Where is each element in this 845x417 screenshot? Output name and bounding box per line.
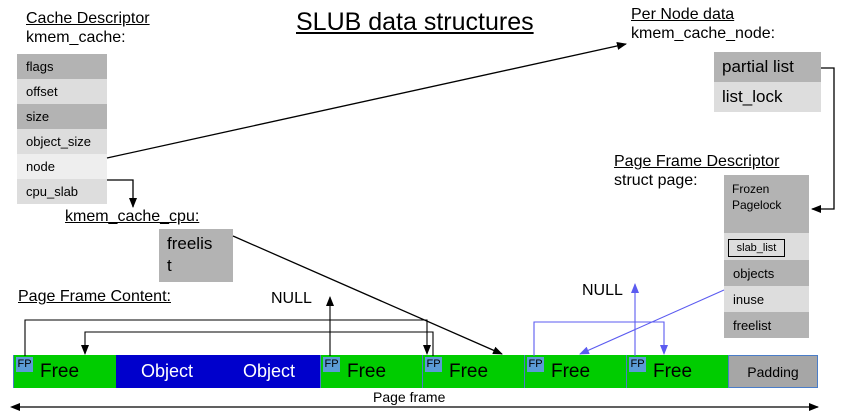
field-offset: offset	[17, 79, 107, 104]
field-node: node	[17, 154, 107, 179]
free-slot-3: FP Free	[422, 355, 524, 388]
fp-marker: FP	[323, 357, 340, 372]
arrow-page-freelist-to-free4	[579, 289, 725, 355]
arrow-partial-list-to-page	[811, 67, 835, 213]
field-object-size: object_size	[17, 129, 107, 154]
field-list-lock: list_lock	[714, 82, 821, 112]
object-slot-1: Object	[116, 355, 218, 388]
free-slot-2: FP Free	[320, 355, 422, 388]
free-slot-1: FP Free	[13, 355, 116, 388]
object-slot-2: Object	[218, 355, 320, 388]
cache-descriptor-heading: Cache Descriptor kmem_cache:	[26, 10, 150, 46]
field-partial-list: partial list	[714, 52, 821, 82]
arrow-fp3-to-free2	[81, 331, 434, 356]
kmem-cache-struct: flags offset size object_size node cpu_s…	[17, 54, 107, 204]
page-frame-descriptor-heading: Page Frame Descriptor struct page:	[614, 153, 780, 189]
padding-slot: Padding	[728, 355, 818, 388]
free-slot-4: FP Free	[524, 355, 626, 388]
arrow-fp4-to-free5	[533, 321, 668, 356]
null-label-right: NULL	[582, 282, 623, 299]
field-inuse: inuse	[724, 286, 809, 312]
fp-marker: FP	[629, 357, 646, 372]
page-frame-span-left-head	[10, 403, 20, 411]
page-frame-content-heading: Page Frame Content:	[18, 288, 171, 305]
field-cpu-slab: cpu_slab	[17, 179, 107, 204]
field-flags: flags	[17, 54, 107, 79]
fp-marker: FP	[16, 357, 33, 372]
per-node-heading: Per Node data kmem_cache_node:	[631, 6, 776, 42]
field-freelist: freelist	[724, 312, 809, 338]
free-slot-5: FP Free	[626, 355, 728, 388]
field-slab-list: slab_list	[728, 239, 785, 257]
cpu-freelist-field: freelis t	[159, 229, 233, 282]
kmem-cache-cpu-heading: kmem_cache_cpu:	[65, 208, 200, 225]
field-frozen-pagelock: Frozen Pagelock	[724, 175, 809, 233]
null-label-left: NULL	[271, 290, 312, 307]
diagram-title: SLUB data structures	[296, 8, 534, 36]
arrow-node-to-per-node	[106, 42, 627, 159]
field-objects: objects	[724, 260, 809, 286]
arrow-fp1-to-free3	[24, 319, 431, 356]
arrow-cpu-freelist-to-page	[232, 235, 503, 355]
fp-marker: FP	[527, 357, 544, 372]
fp-marker: FP	[425, 357, 442, 372]
page-frame-label: Page frame	[373, 389, 446, 405]
arrow-cpu-slab-to-cpu	[107, 179, 137, 208]
field-size: size	[17, 104, 107, 129]
